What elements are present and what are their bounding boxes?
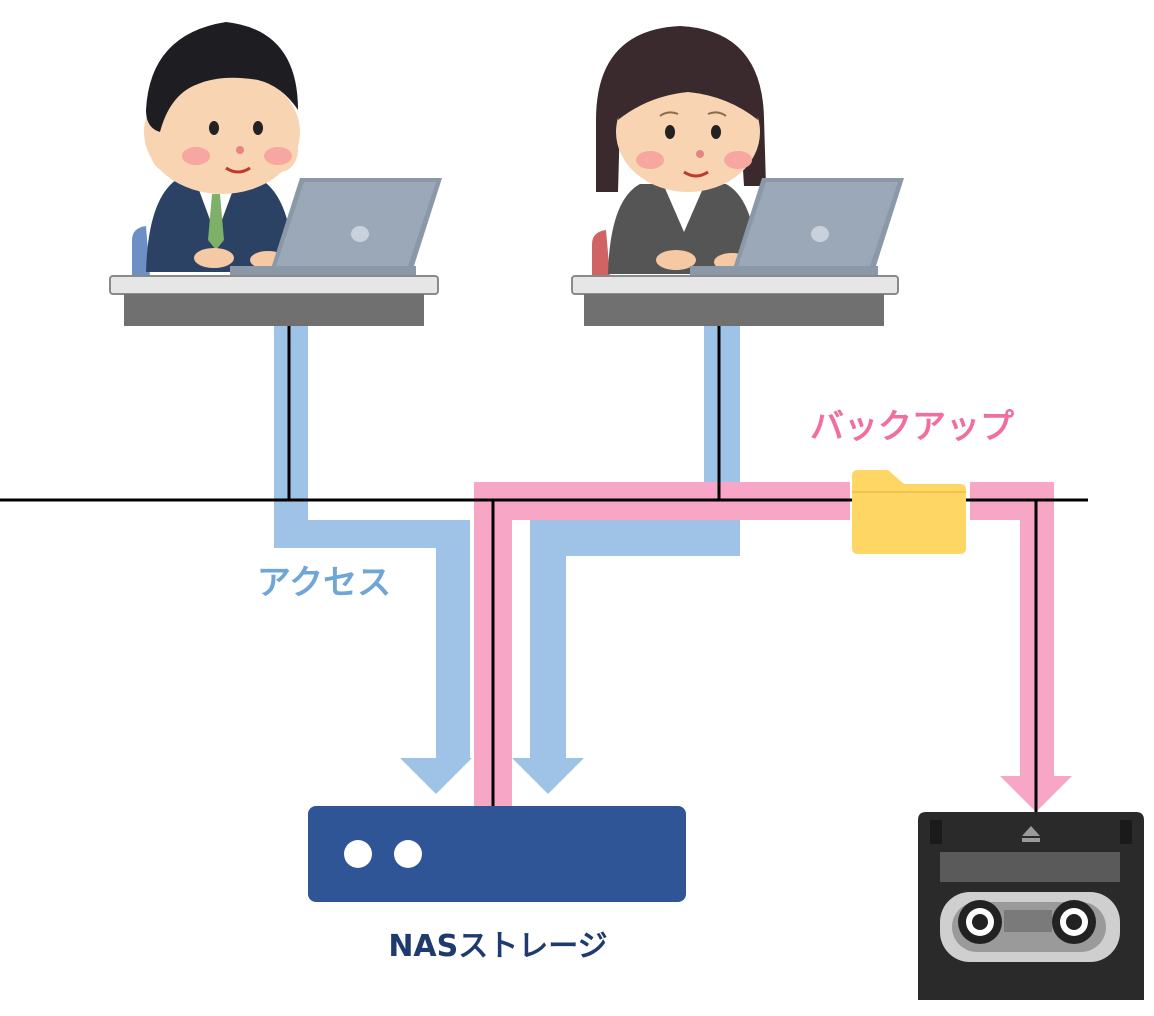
backup-flow-to-nas (474, 482, 850, 806)
backup-label: バックアップ (810, 407, 1014, 447)
access-flow-right (512, 326, 740, 794)
access-label: アクセス (257, 563, 391, 603)
tape-cartridge-icon (918, 812, 1144, 1000)
man-at-laptop-icon (109, 22, 442, 326)
access-flow-left (274, 326, 472, 794)
nas-storage-label: NASストレージ (388, 929, 607, 964)
nas-storage-icon (308, 806, 686, 902)
folder-icon (852, 470, 966, 554)
backup-flow-to-tape (970, 482, 1072, 812)
woman-at-laptop-icon (571, 26, 904, 326)
